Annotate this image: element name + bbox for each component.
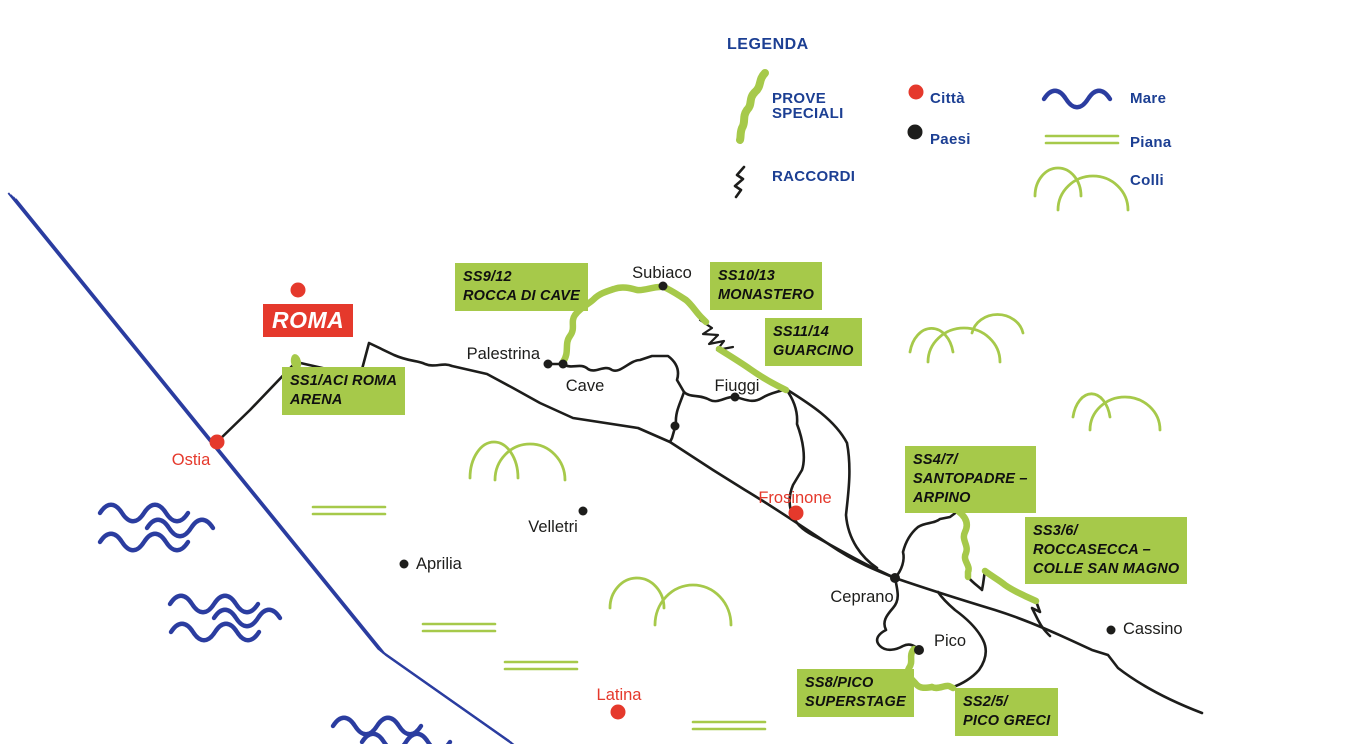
hill-markers [468, 313, 1162, 627]
road-pico-loop-left [875, 576, 920, 652]
stage-label-ss4-7: SS4/7/ SANTOPADRE – ARPINO [905, 446, 1036, 513]
city-dots [209, 282, 804, 720]
stage-label-ss10-13: SS10/13 MONASTERO [710, 262, 823, 310]
stage-label-ss11-14: SS11/14 GUARCINO [765, 318, 862, 366]
stage-route-rocca-di-cave [559, 283, 664, 366]
stage-route-pico-greci [928, 682, 957, 692]
stage-label-ss1: SS1/ACI ROMA ARENA [282, 367, 406, 415]
road-arpino-loop [893, 509, 960, 580]
legend-icons [733, 69, 1130, 212]
road-roccasecca-return [1030, 599, 1052, 638]
stage-route-monastero [662, 284, 710, 326]
stage-route-santopadre-arpino [954, 507, 972, 581]
stage-label-ss8: SS8/PICO SUPERSTAGE [797, 669, 914, 717]
stage-label-ss2-5: SS2/5/ PICO GRECI [955, 688, 1059, 736]
colli-icon [1033, 166, 1130, 212]
stage-route-guarcino [715, 345, 790, 394]
town-label-subiaco: Subiaco [632, 264, 692, 282]
city-label-latina: Latina [596, 686, 642, 704]
road-cave-fiuggi [546, 354, 788, 403]
town-label-fiuggi: Fiuggi [714, 377, 760, 395]
piana-icon [1044, 134, 1120, 145]
town-dots [399, 281, 1116, 655]
legend-item-paesi: Paesi [930, 131, 971, 148]
road-frosinone-loop [784, 387, 879, 570]
legend-title: LEGENDA [727, 36, 809, 53]
paesi-icon [907, 124, 923, 140]
legend-item-colli: Colli [1130, 172, 1164, 189]
town-label-cave: Cave [565, 377, 605, 395]
stage-route-aci-roma-arena [290, 354, 302, 370]
legend-item-prove-speciali: PROVE SPECIALI [772, 90, 844, 122]
stage-label-ss3-6: SS3/6/ ROCCASECCA – COLLE SAN MAGNO [1025, 517, 1188, 584]
special-stage-routes [290, 283, 1040, 692]
piana-markers [311, 505, 767, 731]
town-label-ceprano: Ceprano [830, 588, 894, 606]
stage-route-roccasecca [981, 567, 1040, 605]
city-label-ostia: Ostia [171, 451, 211, 469]
city-label-frosinone: Frosinone [758, 489, 832, 507]
sea-waves [100, 505, 450, 744]
mare-icon [1044, 91, 1110, 108]
town-label-aprilia: Aprilia [416, 555, 462, 573]
road-pico-loop-right [936, 590, 988, 689]
legend-item-piana: Piana [1130, 134, 1172, 151]
coastline [7, 192, 515, 744]
road-junction-branch [668, 390, 686, 444]
town-label-cassino: Cassino [1123, 620, 1183, 638]
legend-item-citta: Città [930, 90, 965, 107]
roads [215, 318, 1204, 715]
stage-label-ss9-12: SS9/12 ROCCA DI CAVE [455, 263, 588, 311]
prove-speciali-icon [736, 69, 769, 144]
town-label-pico: Pico [934, 632, 967, 650]
legend-item-mare: Mare [1130, 90, 1167, 107]
town-label-velletri: Velletri [528, 518, 578, 536]
road-guarcino-frosinone-ceprano [784, 387, 897, 580]
road-santopadre-roccasecca-link [966, 569, 987, 592]
citta-icon [908, 84, 924, 100]
raccordi-icon [733, 165, 746, 199]
town-label-palestrina: Palestrina [466, 345, 540, 363]
legend-item-raccordi: RACCORDI [772, 168, 856, 185]
capital-label-roma: ROMA [263, 304, 354, 337]
